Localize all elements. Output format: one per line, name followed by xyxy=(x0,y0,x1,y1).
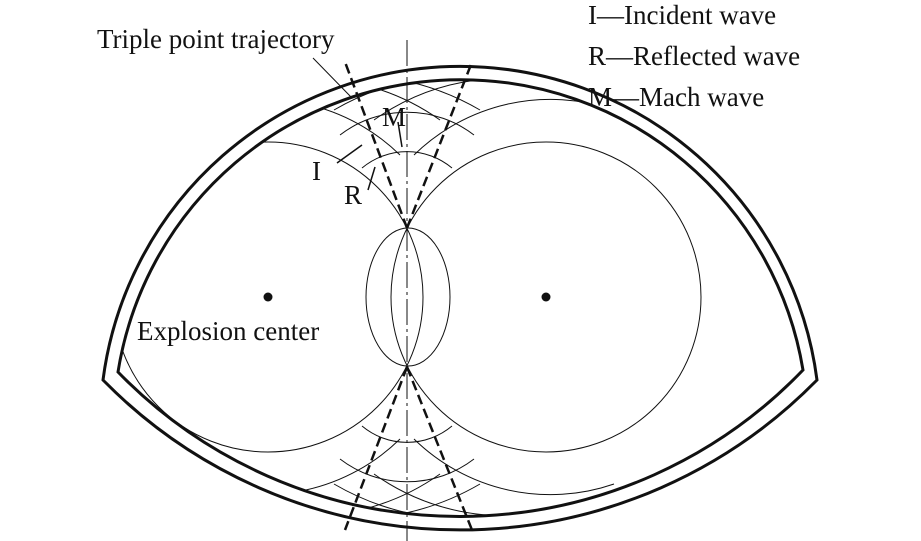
incident-leader xyxy=(336,144,363,164)
inner-wall xyxy=(116,78,805,518)
interaction-lens xyxy=(365,227,451,367)
mach-label: M xyxy=(382,102,407,132)
left-explosion-center-dot xyxy=(263,292,273,302)
incident-label: I xyxy=(312,156,321,186)
reflected-label: R xyxy=(344,180,363,210)
left-shock-circle xyxy=(118,141,424,453)
triple-point-label: Triple point trajectory xyxy=(97,24,335,54)
reflected-leader xyxy=(367,166,376,191)
legend-item-mach: M—Mach wave xyxy=(588,82,765,112)
legend-item-reflected: R—Reflected wave xyxy=(588,41,801,71)
right-shock-circle xyxy=(390,141,702,453)
right-explosion-center-dot xyxy=(541,292,551,302)
triple-point-trajectories xyxy=(343,61,474,531)
outer-wall xyxy=(101,64,819,532)
legend-item-incident: I—Incident wave xyxy=(588,0,777,30)
explosion-center-label: Explosion center xyxy=(137,316,320,346)
mach-leader xyxy=(397,121,403,148)
triple-point-leader xyxy=(312,57,353,99)
